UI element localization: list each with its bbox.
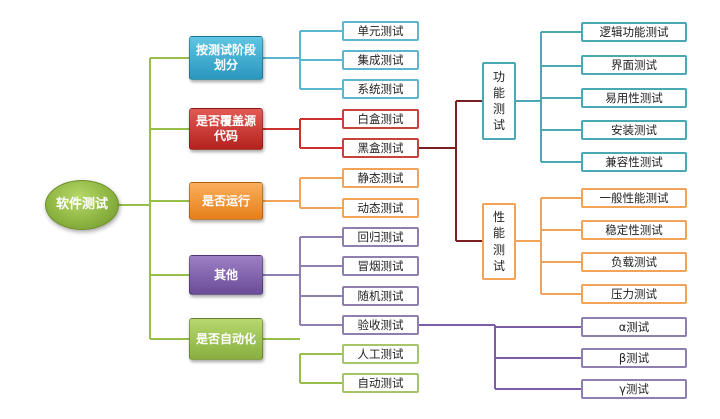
category-other: 其他 <box>189 255 263 295</box>
performance-item: 一般性能测试 <box>581 188 687 208</box>
category-automation: 是否自动化 <box>189 318 263 360</box>
functional-item: 安装测试 <box>581 120 687 140</box>
functional-item: 逻辑功能测试 <box>581 22 687 42</box>
acceptance-test-node: 验收测试 <box>342 315 419 335</box>
smoke-test-node: 冒烟测试 <box>342 256 419 276</box>
functional-item: 易用性测试 <box>581 88 687 108</box>
performance-test-node: 性能测试 <box>482 203 516 280</box>
static-test-node: 静态测试 <box>342 168 419 188</box>
category-execution: 是否运行 <box>189 182 263 220</box>
system-test-node: 系统测试 <box>342 79 419 99</box>
random-test-node: 随机测试 <box>342 286 419 306</box>
functional-item: 界面测试 <box>581 55 687 75</box>
performance-item: 稳定性测试 <box>581 220 687 240</box>
functional-test-node: 功能测试 <box>482 62 516 140</box>
beta-test-node: β测试 <box>581 348 687 368</box>
automated-test-node: 自动测试 <box>342 373 419 393</box>
category-source-coverage: 是否覆盖源代码 <box>189 108 263 150</box>
unit-test-node: 单元测试 <box>342 21 419 41</box>
white-box-test-node: 白盒测试 <box>342 109 419 129</box>
root-node: 软件测试 <box>45 180 119 230</box>
black-box-test-node: 黑盒测试 <box>342 138 419 158</box>
performance-item: 负载测试 <box>581 252 687 272</box>
manual-test-node: 人工测试 <box>342 344 419 364</box>
gamma-test-node: γ测试 <box>581 379 687 399</box>
performance-item: 压力测试 <box>581 284 687 304</box>
integration-test-node: 集成测试 <box>342 50 419 70</box>
alpha-test-node: α测试 <box>581 317 687 337</box>
regression-test-node: 回归测试 <box>342 227 419 247</box>
category-test-stage: 按测试阶段划分 <box>189 36 263 80</box>
functional-item: 兼容性测试 <box>581 152 687 172</box>
dynamic-test-node: 动态测试 <box>342 198 419 218</box>
